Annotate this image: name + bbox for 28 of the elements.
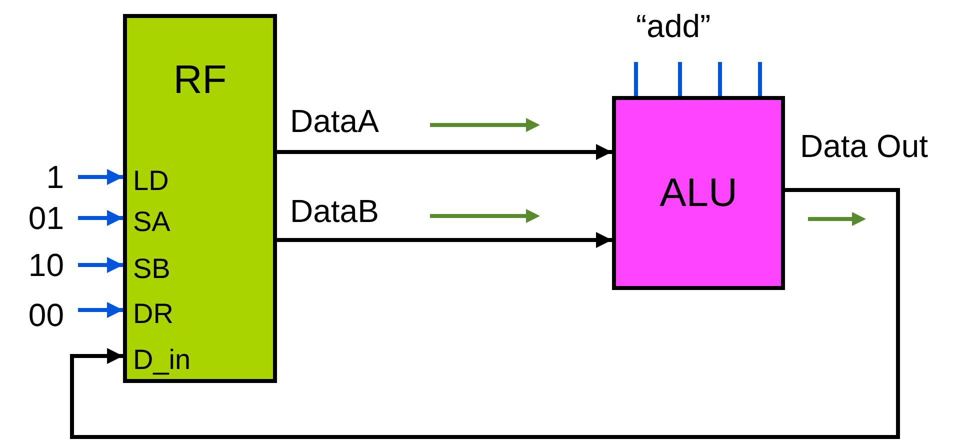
port-label: SB — [133, 253, 170, 285]
edge-label: DataA — [290, 103, 379, 140]
edge-label: Data Out — [800, 128, 928, 165]
arrow — [78, 302, 123, 318]
component-block — [612, 96, 785, 290]
input-value: 01 — [28, 200, 64, 236]
control-line — [718, 62, 722, 96]
port-label: LD — [133, 165, 169, 197]
arrow — [70, 188, 900, 439]
component-block — [123, 14, 277, 383]
arrow — [277, 232, 612, 248]
port-label: SA — [133, 206, 170, 238]
arrow — [277, 144, 612, 160]
input-value: 1 — [46, 158, 64, 196]
input-value: 10 — [28, 246, 64, 284]
arrow — [78, 257, 123, 273]
block-title: RF — [173, 58, 227, 103]
arrow — [78, 169, 123, 185]
control-line — [634, 62, 638, 96]
port-label: DR — [133, 298, 174, 330]
arrow — [78, 210, 123, 226]
control-label: “add” — [636, 8, 711, 45]
control-line — [678, 62, 682, 96]
input-value: 00 — [28, 296, 64, 334]
control-line — [758, 62, 762, 96]
block-title: ALU — [660, 170, 738, 216]
port-label: D_in — [133, 344, 191, 376]
edge-label: DataB — [290, 193, 379, 230]
